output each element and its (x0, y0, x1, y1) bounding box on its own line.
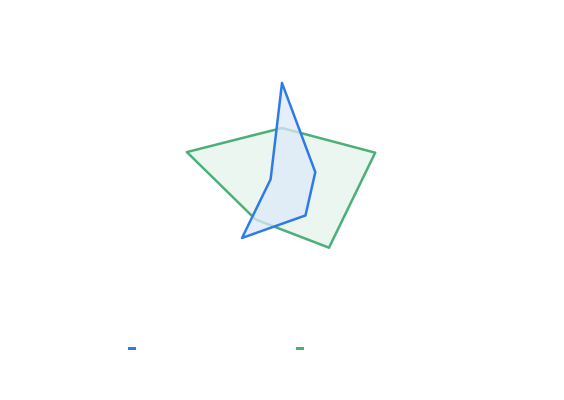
series-polygon-1 (240, 81, 317, 240)
legend-item-series-1[interactable] (128, 340, 142, 356)
legend-item-series-2[interactable] (296, 340, 310, 356)
chart-legend (0, 340, 564, 356)
legend-swatch-series-1 (128, 346, 136, 350)
legend-swatch-series-2 (296, 346, 304, 350)
